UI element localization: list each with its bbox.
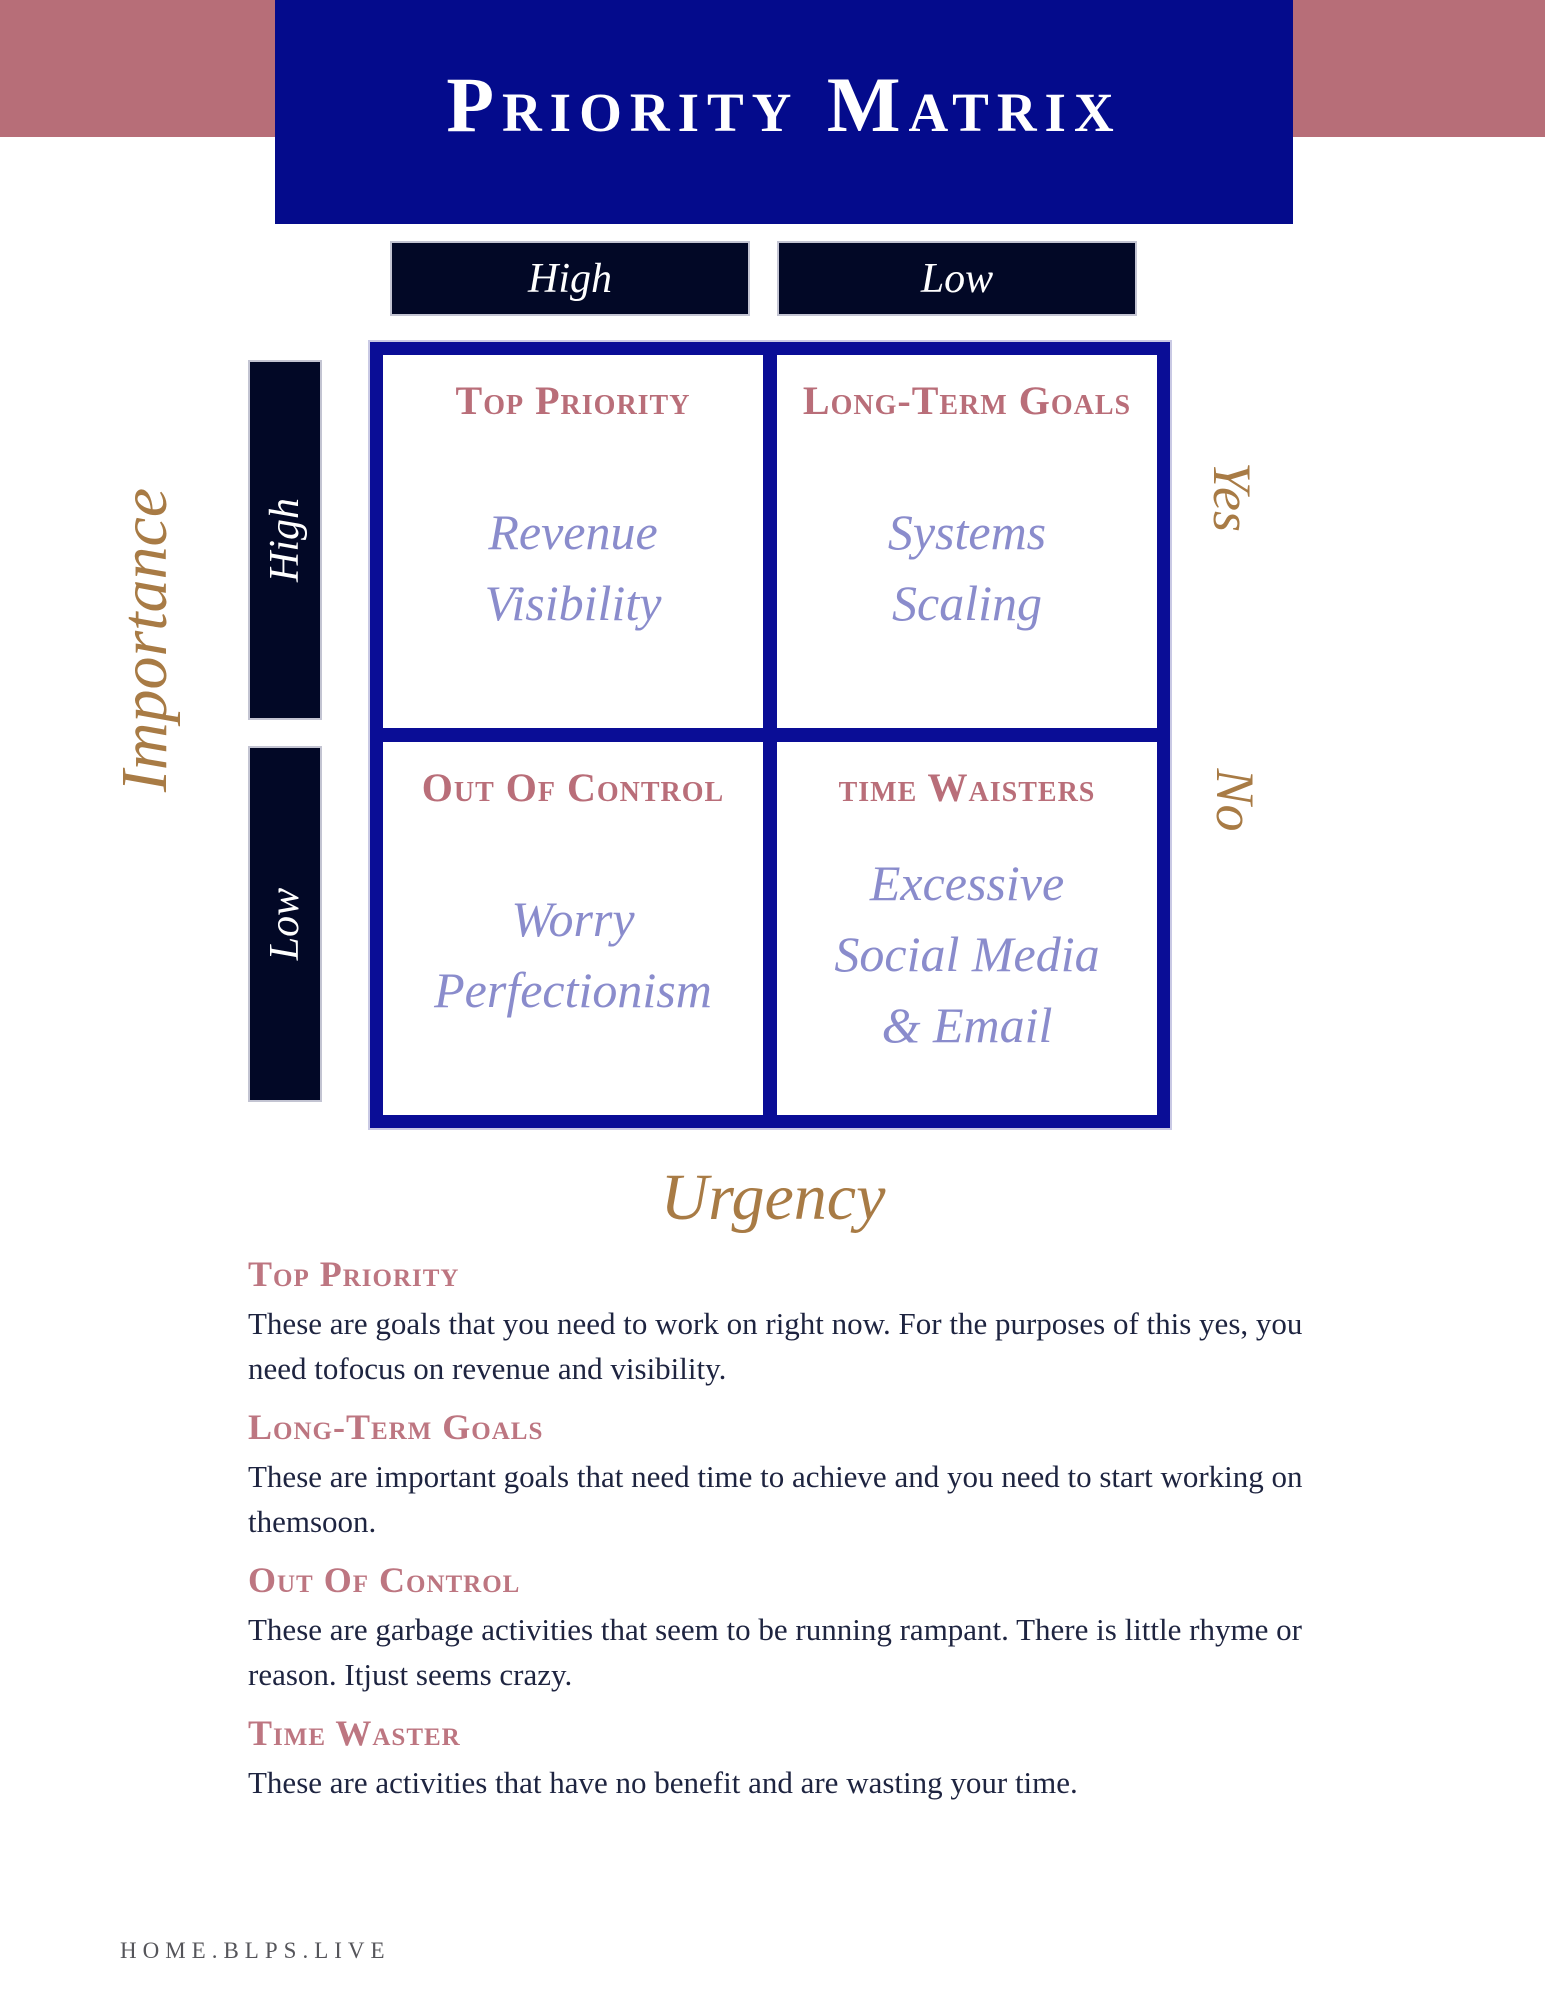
row-header-high-label: High [262, 498, 308, 582]
quadrant-item: & Email [881, 997, 1053, 1053]
column-header-high: High [390, 241, 750, 316]
section-heading: Top Priority [248, 1254, 460, 1294]
section-body: These are important goals that need time… [248, 1459, 1303, 1539]
column-header-low-label: Low [920, 255, 994, 302]
quadrant-top-priority: Top Priority Revenue Visibility [383, 355, 763, 728]
quadrant-item: Worry [511, 890, 635, 947]
row-header-low: Low [248, 746, 322, 1102]
quadrant-time-waisters: time Waisters Excessive Social Media & E… [777, 742, 1157, 1115]
quadrant-item: Excessive [869, 855, 1065, 911]
section-body: These are garbage activities that seem t… [248, 1612, 1302, 1692]
section-heading: Long-Term Goals [248, 1407, 544, 1447]
section-top-priority: Top Priority These are goals that you ne… [248, 1252, 1368, 1391]
quadrant-items: Systems Scaling [888, 425, 1046, 710]
section-heading: Out Of Control [248, 1560, 521, 1600]
row-header-high: High [248, 360, 322, 720]
section-body: These are activities that have no benefi… [248, 1765, 1078, 1800]
quadrant-items: Revenue Visibility [485, 425, 662, 710]
quadrant-item: Systems [887, 503, 1047, 560]
section-body: These are goals that you need to work on… [248, 1306, 1303, 1386]
quadrant-out-of-control: Out Of Control Worry Perfectionism [383, 742, 763, 1115]
section-out-of-control: Out Of Control These are garbage activit… [248, 1558, 1368, 1697]
descriptions: Top Priority These are goals that you ne… [248, 1252, 1368, 1819]
section-heading: Time Waster [248, 1713, 461, 1753]
row-header-low-label: Low [262, 887, 308, 961]
quadrant-title: Long-Term Goals [802, 378, 1132, 423]
right-label-yes: Yes [1202, 461, 1262, 533]
quadrant-item: Perfectionism [434, 961, 712, 1018]
quadrant-item: Social Media [834, 926, 1100, 982]
x-axis-label: Urgency [660, 1161, 886, 1234]
priority-matrix-grid: Top Priority Revenue Visibility Long-Ter… [368, 340, 1172, 1130]
section-long-term-goals: Long-Term Goals These are important goal… [248, 1405, 1368, 1544]
section-time-waster: Time Waster These are activities that ha… [248, 1711, 1368, 1805]
quadrant-title: time Waisters [838, 765, 1096, 810]
quadrant-title: Top Priority [455, 378, 691, 423]
footer-url: HOME.BLPS.LIVE [120, 1938, 391, 1963]
quadrant-item: Revenue [488, 503, 658, 560]
column-header-high-label: High [528, 255, 612, 302]
quadrant-title: Out Of Control [421, 765, 725, 810]
right-label-no: No [1205, 768, 1265, 832]
quadrant-items: Worry Perfectionism [434, 812, 712, 1097]
header-box: Priority Matrix [275, 0, 1293, 224]
page-title: Priority Matrix [446, 61, 1122, 148]
quadrant-item: Scaling [892, 574, 1042, 631]
quadrant-long-term-goals: Long-Term Goals Systems Scaling [777, 355, 1157, 728]
quadrant-items: Excessive Social Media & Email [834, 812, 1099, 1097]
y-axis-label: Importance [108, 487, 181, 793]
quadrant-item: Visibility [484, 574, 662, 631]
column-header-low: Low [777, 241, 1137, 316]
